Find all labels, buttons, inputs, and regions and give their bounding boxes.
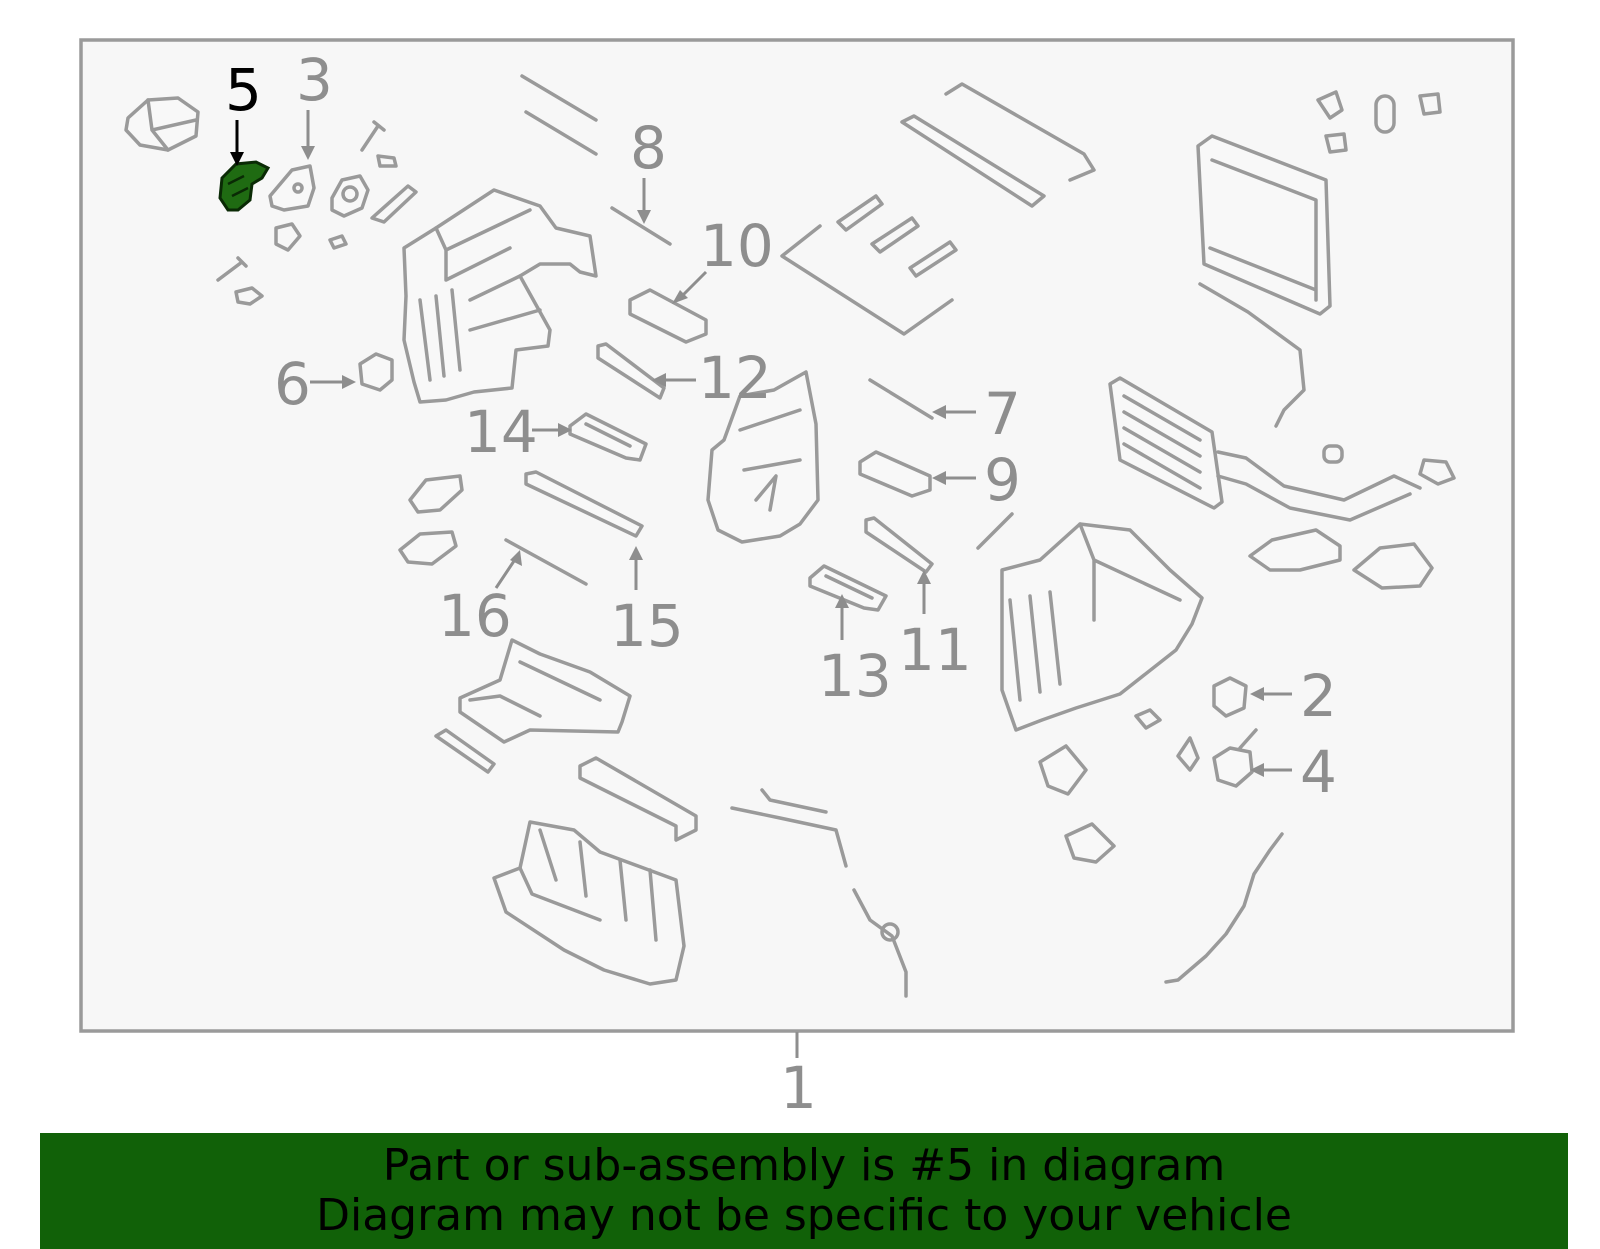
lower-housing-large: [492, 820, 686, 986]
wire-harness-right: [1164, 832, 1284, 984]
blower-case-small: [124, 96, 200, 152]
part-2-actuator: [1212, 676, 1248, 718]
callout-label-3: 3: [296, 46, 333, 114]
part-9-door: [858, 450, 932, 498]
part-8-rod: [610, 206, 672, 246]
callout-7[interactable]: 7: [932, 380, 1021, 448]
part-12-seal: [596, 342, 666, 400]
callout-9[interactable]: 9: [932, 446, 1021, 514]
lower-seal-strip: [434, 728, 496, 774]
part-6-actuator: [358, 352, 394, 392]
callout-label-11: 11: [898, 616, 972, 684]
callout-4[interactable]: 4: [1250, 738, 1337, 806]
callout-label-6: 6: [274, 350, 311, 418]
part-10-door: [628, 288, 708, 344]
callout-8[interactable]: 8: [630, 114, 667, 224]
frame-rods-center: [780, 82, 1096, 336]
small-clips-left: [216, 120, 418, 306]
part-5-highlighted[interactable]: [218, 160, 271, 212]
callout-label-9: 9: [984, 446, 1021, 514]
callout-label-1: 1: [780, 1054, 817, 1122]
evaporator-core: [1196, 134, 1332, 316]
rods-top-center: [520, 74, 598, 156]
center-partition: [706, 370, 820, 544]
callout-14[interactable]: 14: [464, 398, 572, 466]
callout-label-2: 2: [1300, 662, 1337, 730]
heater-core: [1108, 376, 1456, 522]
wire-harness-center: [730, 788, 908, 998]
part-14-grille: [568, 412, 648, 462]
callout-16[interactable]: 16: [438, 550, 522, 650]
callout-13[interactable]: 13: [818, 594, 892, 710]
callout-10[interactable]: 10: [672, 212, 774, 304]
part-15-strip: [524, 470, 644, 538]
callout-11[interactable]: 11: [898, 570, 972, 684]
part-16-rod: [504, 538, 588, 586]
callout-2[interactable]: 2: [1250, 662, 1337, 730]
callout-label-15: 15: [610, 592, 684, 660]
callout-label-5: 5: [225, 56, 262, 124]
callout-label-12: 12: [698, 344, 772, 412]
info-banner: Part or sub-assembly is #5 in diagram Di…: [40, 1133, 1568, 1249]
part-4-actuator: [1212, 728, 1258, 788]
callout-1[interactable]: 1: [780, 1054, 817, 1122]
lower-housing-upper: [458, 638, 632, 744]
banner-line-2: Diagram may not be specific to your vehi…: [316, 1190, 1292, 1241]
callout-3[interactable]: 3: [296, 46, 333, 160]
vent-pieces-left: [398, 474, 464, 566]
callout-6[interactable]: 6: [274, 350, 356, 418]
callout-label-14: 14: [464, 398, 538, 466]
small-parts-lower-right: [1038, 708, 1200, 864]
callout-5[interactable]: 5: [225, 56, 262, 166]
lower-cover-strip: [578, 756, 698, 842]
part-13-grille: [808, 564, 888, 612]
sensor-wire-right: [1198, 90, 1442, 428]
part-11-seal: [864, 516, 934, 574]
duct-pieces-right: [976, 512, 1434, 590]
callout-label-4: 4: [1300, 738, 1337, 806]
banner-line-1: Part or sub-assembly is #5 in diagram: [382, 1140, 1226, 1191]
part-3-bracket: [268, 164, 316, 212]
callout-label-13: 13: [818, 642, 892, 710]
callout-label-10: 10: [700, 212, 774, 280]
callout-12[interactable]: 12: [652, 344, 772, 412]
blower-housing-right: [1000, 522, 1204, 732]
part-7-rod: [868, 378, 934, 420]
callout-15[interactable]: 15: [610, 546, 684, 660]
callout-label-7: 7: [984, 380, 1021, 448]
callout-label-8: 8: [630, 114, 667, 182]
blower-housing-left: [402, 188, 598, 404]
callout-label-16: 16: [438, 582, 512, 650]
